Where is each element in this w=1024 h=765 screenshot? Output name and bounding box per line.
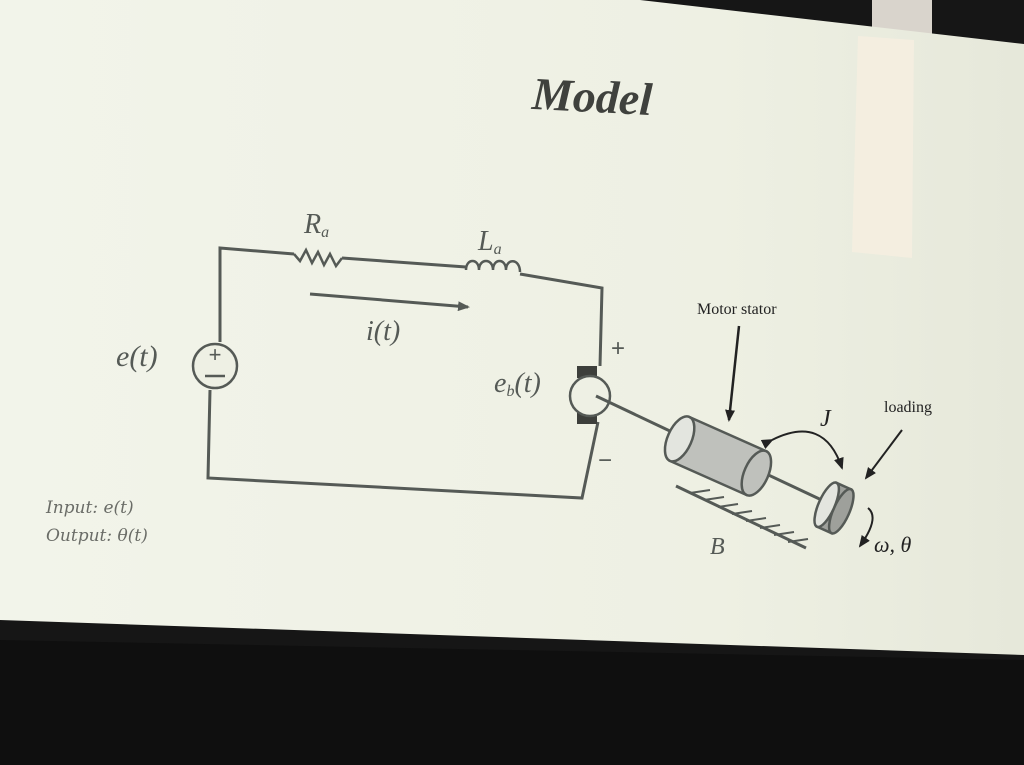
source-plus-sign: + <box>209 342 222 367</box>
voltage-source-symbol <box>191 342 239 390</box>
light-glare <box>852 36 914 258</box>
lower-bezel <box>0 640 1024 765</box>
plus-sign: + <box>611 335 625 362</box>
load-shaft <box>761 470 829 505</box>
slide-background <box>0 0 1024 655</box>
slide-title: Model <box>530 68 654 125</box>
damping-ground <box>675 484 809 550</box>
wire-top-mid <box>341 256 467 269</box>
wire-right-top <box>519 272 604 367</box>
load-disk <box>813 481 855 535</box>
inertia-label: J <box>820 406 832 432</box>
inductor-label: La <box>477 226 502 258</box>
resistor-ra <box>293 247 343 269</box>
source-label: e(t) <box>116 340 158 373</box>
loading-pointer <box>864 429 903 480</box>
inductor-la <box>464 259 522 273</box>
motor-stator-pointer <box>725 325 741 422</box>
inertia-arrow <box>760 430 844 470</box>
current-arrow <box>309 292 470 312</box>
resistor-label: Ra <box>303 209 329 241</box>
back-emf-label: eb(t) <box>494 368 541 400</box>
motor-shaft <box>595 394 673 434</box>
angular-label: ω, θ <box>874 532 912 557</box>
damping-label: B <box>710 534 725 560</box>
minus-sign: − <box>598 447 612 474</box>
rotation-arrow <box>858 507 874 548</box>
current-label: i(t) <box>366 316 400 347</box>
output-label: Output: θ(t) <box>46 526 148 546</box>
motor-stator-label: Motor stator <box>697 301 777 318</box>
wire-left-top <box>218 246 295 342</box>
motor-armature-symbol <box>568 374 612 418</box>
circuit-wires <box>206 246 604 500</box>
loading-label: loading <box>884 399 932 416</box>
input-label: Input: e(t) <box>45 498 134 518</box>
wire-bottom <box>206 389 600 500</box>
